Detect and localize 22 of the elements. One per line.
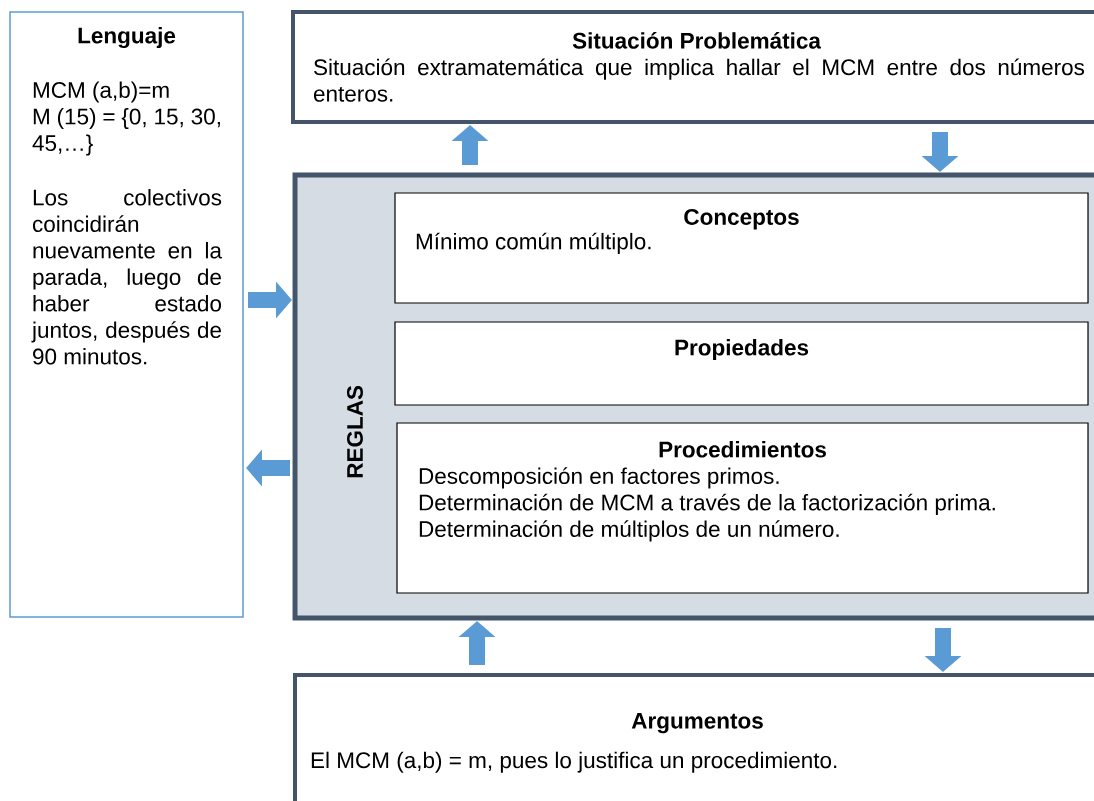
heading: Argumentos: [631, 713, 763, 734]
text-box: [394, 321, 1089, 406]
text-box: [293, 673, 1094, 801]
heading: Procedimientos: [659, 441, 826, 458]
body-text: Determinación de MCM a través de la factorización prima.: [419, 493, 995, 515]
heading: Lenguaje: [78, 27, 176, 49]
heading: Situación Problemática: [572, 32, 822, 49]
text-box: [394, 192, 1089, 304]
vertical-label: REGLAS: [347, 385, 363, 478]
heading: Propiedades: [675, 339, 809, 360]
body-text: Los colectivos coincidirán nuevamente en la parada, luego de haber estado juntos, después de 90 minutos.: [31, 189, 222, 365]
body-text: M (15) = {0, 15, 30, 45,…}: [32, 108, 220, 156]
text-box: [396, 422, 1089, 594]
body-text: MCM (a,b)=m: [33, 81, 169, 103]
body-text: Situación extramatemática que implica hallar el MCM entre dos números enteros.: [313, 58, 1085, 102]
body-text: El MCM (a,b) = m, pues lo justifica un procedimiento.: [311, 751, 837, 773]
body-text: Mínimo común múltiplo.: [416, 232, 651, 254]
heading-box: [291, 10, 1094, 124]
text-box: [9, 11, 244, 618]
body-text: Descomposición en factores primos.: [419, 467, 779, 489]
body-text: Determinación de múltiplos de un número.: [419, 520, 839, 542]
heading: Conceptos: [684, 209, 799, 230]
